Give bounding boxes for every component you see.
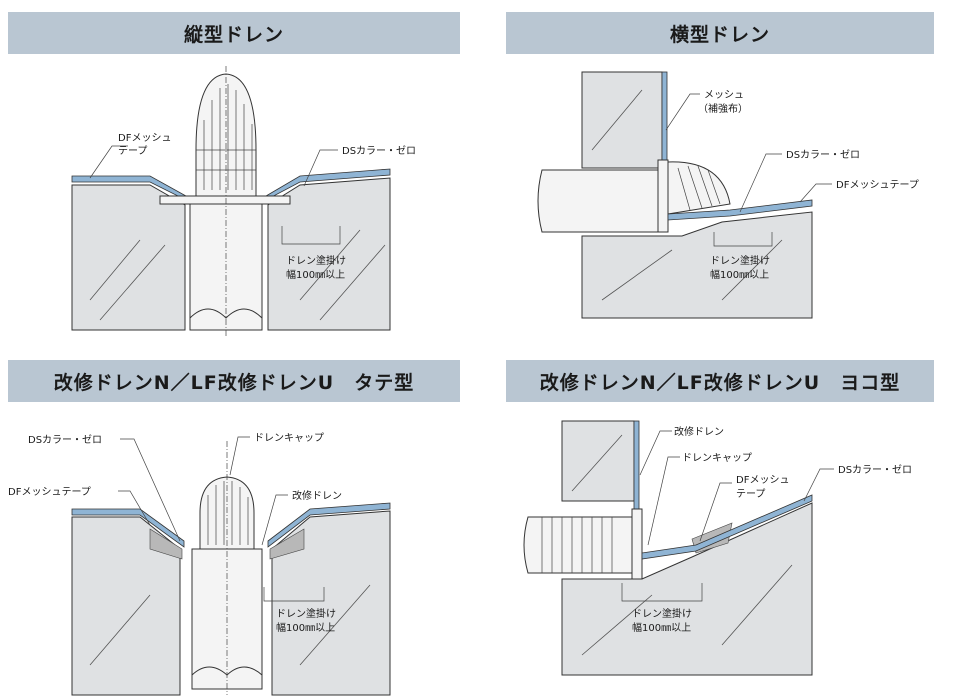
cap-slots: [207, 481, 249, 545]
pipe-corrugation: [541, 517, 613, 573]
panel-title: 改修ドレンN／LF改修ドレンU タテ型: [8, 360, 460, 402]
label-coating: ドレン塗掛け: [710, 254, 770, 267]
panel-title: 縦型ドレン: [8, 12, 460, 54]
label-coating: 幅100㎜以上: [710, 268, 769, 281]
concrete-wall: [561, 420, 635, 502]
pipe-end: [189, 308, 263, 319]
label-mesh-tape: DFメッシュ: [118, 133, 171, 144]
waterproof-layer: [641, 494, 813, 560]
sealant-fill: [269, 528, 305, 560]
coating-bracket: [713, 232, 773, 247]
label-mesh-tape: DFメッシュ: [736, 475, 789, 486]
leader-line: [665, 93, 700, 131]
leader-line: [647, 456, 680, 546]
panel-horizontal-drain: 横型ドレン メッシュ （補強布） DSカラー・ゼロ DFメッシュテープ ドレン塗…: [482, 0, 964, 345]
concrete-slab: [71, 184, 186, 331]
coating-bracket: [621, 583, 703, 602]
slab-hatch: [89, 584, 371, 666]
label-mesh: （補強布）: [698, 102, 748, 115]
concrete-slab: [71, 516, 181, 696]
label-repair-drain: 改修ドレン: [674, 425, 724, 438]
label-mesh-tape: テープ: [118, 145, 147, 157]
leader-line: [120, 438, 181, 542]
repair-vertical-diagram: DSカラー・ゼロ ドレンキャップ DFメッシュテープ 改修ドレン ドレン塗掛け …: [8, 432, 391, 696]
label-collar: DSカラー・ゼロ: [786, 149, 860, 161]
waterproof-layer: [667, 199, 813, 221]
label-collar: DSカラー・ゼロ: [838, 464, 912, 476]
leader-line: [261, 494, 288, 546]
concrete-slab: [267, 177, 391, 331]
drain-flange: [159, 195, 291, 205]
waterproof-layer: [267, 502, 391, 548]
label-cap: ドレンキャップ: [254, 432, 324, 444]
concrete-slab: [271, 510, 391, 696]
drain-flange: [657, 159, 669, 233]
leader-line: [229, 436, 250, 476]
label-coating: 幅100㎜以上: [286, 268, 345, 281]
coating-bracket: [263, 587, 325, 602]
leader-line: [799, 183, 832, 203]
leader-line: [639, 430, 672, 476]
leader-line: [303, 149, 338, 187]
concrete-wall: [581, 71, 663, 169]
panel-repair-horizontal: 改修ドレンN／LF改修ドレンU ヨコ型 改修ドレン ドレンキャップ DFメッシュ…: [482, 345, 964, 697]
leader-line: [118, 490, 151, 526]
label-mesh-tape: テープ: [736, 488, 765, 500]
drain-flange: [631, 508, 643, 580]
label-repair-drain: 改修ドレン: [292, 489, 342, 502]
slab-hatch: [89, 229, 386, 321]
label-collar: DSカラー・ゼロ: [342, 145, 416, 157]
label-mesh-tape: DFメッシュテープ: [8, 486, 91, 498]
leader-line: [89, 145, 128, 179]
horizontal-drain-diagram: メッシュ （補強布） DSカラー・ゼロ DFメッシュテープ ドレン塗掛け 幅10…: [537, 71, 919, 319]
label-coating: ドレン塗掛け: [632, 607, 692, 620]
panel-vertical-drain: 縦型ドレン DFメッシュ テープ DSカラー・ゼロ ドレン塗掛け 幅100㎜以上: [0, 0, 482, 345]
label-coating: 幅100㎜以上: [276, 621, 335, 634]
strainer-slots: [677, 165, 721, 211]
label-coating: ドレン塗掛け: [276, 607, 336, 620]
repair-horizontal-diagram: 改修ドレン ドレンキャップ DFメッシュ テープ DSカラー・ゼロ ドレン塗掛け…: [523, 420, 912, 676]
sealant-fill: [149, 528, 183, 560]
leader-line: [739, 153, 782, 213]
label-coating: 幅100㎜以上: [632, 621, 691, 634]
wall-hatch: [571, 434, 793, 656]
panel-title: 横型ドレン: [506, 12, 934, 54]
drain-pipe: [537, 169, 661, 233]
strainer-dome: [667, 161, 731, 215]
label-collar: DSカラー・ゼロ: [28, 434, 102, 446]
coating-bracket: [281, 226, 341, 245]
vertical-drain-diagram: DFメッシュ テープ DSカラー・ゼロ ドレン塗掛け 幅100㎜以上: [71, 66, 416, 338]
leader-line: [803, 468, 834, 502]
label-coating: ドレン塗掛け: [286, 254, 346, 267]
label-mesh-tape: DFメッシュテープ: [836, 179, 919, 191]
wall-hatch: [591, 89, 783, 301]
label-cap: ドレンキャップ: [682, 452, 752, 464]
waterproof-layer: [71, 508, 185, 548]
concrete-slab: [581, 211, 813, 319]
leader-line: [699, 482, 732, 542]
label-mesh: メッシュ: [704, 90, 744, 101]
panel-title: 改修ドレンN／LF改修ドレンU ヨコ型: [506, 360, 934, 402]
panel-repair-vertical: 改修ドレンN／LF改修ドレンU タテ型 DSカラー・ゼロ ドレンキャップ DFメ…: [0, 345, 482, 697]
